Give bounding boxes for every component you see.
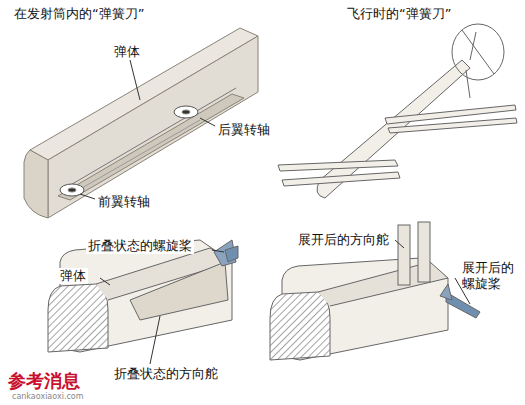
part-label: 折叠状态的方向舵 — [112, 366, 220, 382]
leader-lines — [395, 240, 470, 304]
part-label: 展开后的方向舵 — [296, 232, 391, 248]
part-label: 弹体 — [58, 268, 88, 284]
part-label: 前翼转轴 — [96, 194, 152, 210]
part-label: 弹体 — [112, 44, 142, 60]
watermark: cankaoxiaoxi.com — [10, 392, 86, 402]
leader-lines — [80, 60, 215, 199]
flying-drone — [278, 24, 517, 198]
figure-caption: 在发射筒内的“弹簧刀” — [12, 6, 146, 22]
leader-lines — [100, 250, 224, 364]
watermark: 参考消息 — [6, 370, 82, 392]
deployed-tail — [270, 222, 480, 360]
part-label: 折叠状态的螺旋桨 — [86, 238, 194, 254]
part-label: 后翼转轴 — [216, 122, 272, 138]
part-label: 展开后的螺旋桨 — [460, 260, 518, 291]
folded-tail — [48, 240, 238, 352]
figure-caption: 飞行时的“弹簧刀” — [345, 6, 453, 22]
